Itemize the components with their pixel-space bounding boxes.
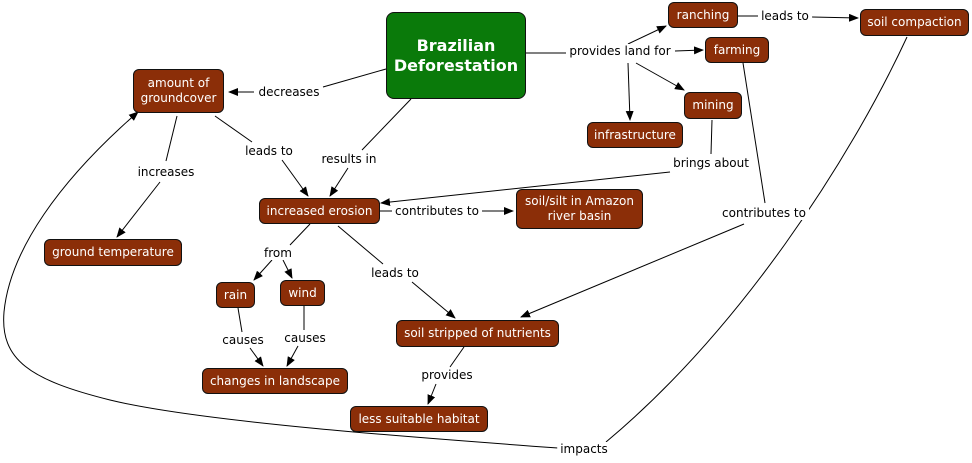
connector-results-in — [361, 98, 412, 151]
ground-temperature-node[interactable]: ground temperature — [44, 239, 182, 266]
link-causes-rain: causes — [219, 333, 267, 347]
link-contributes-to-silt: contributes to — [392, 204, 482, 218]
changes-landscape-node[interactable]: changes in landscape — [202, 368, 348, 394]
wind-label: wind — [288, 285, 317, 300]
connector-provides-ranching — [627, 25, 667, 45]
less-habitat-node[interactable]: less suitable habitat — [350, 406, 488, 432]
farming-node[interactable]: farming — [705, 37, 769, 63]
connector-results-in-arrow — [329, 167, 349, 197]
link-leads-to-compaction: leads to — [758, 9, 812, 23]
soil-compaction-label: soil compaction — [867, 15, 962, 29]
groundcover-label: amount of groundcover — [140, 76, 217, 105]
soil-silt-node[interactable]: soil/silt in Amazon river basin — [516, 189, 643, 229]
link-provides-land-for: provides land for — [566, 44, 674, 58]
groundcover-node[interactable]: amount of groundcover — [133, 69, 224, 113]
less-habitat-label: less suitable habitat — [358, 411, 480, 426]
connector-brings-about-arrow — [380, 171, 671, 207]
link-decreases: decreases — [255, 85, 323, 99]
infrastructure-node[interactable]: infrastructure — [587, 122, 683, 148]
connector-leadsto-compaction — [811, 13, 859, 22]
connector-provides — [449, 346, 465, 368]
connector-contributes-stripped — [520, 223, 745, 318]
connector-from-rain — [253, 259, 273, 281]
connector-from — [289, 223, 311, 246]
connector-provides-infrastructure — [625, 62, 634, 121]
connector-provides-arrow — [427, 383, 437, 405]
connector-brings-about — [710, 119, 713, 155]
link-causes-wind: causes — [281, 331, 329, 345]
soil-compaction-node[interactable]: soil compaction — [860, 9, 969, 36]
soil-stripped-node[interactable]: soil stripped of nutrients — [396, 320, 559, 347]
connector-erosion-leadsto — [337, 225, 384, 265]
farming-label: farming — [713, 42, 761, 57]
connector-groundcover-leadsto — [214, 115, 253, 143]
connector-decreases — [322, 68, 387, 88]
rain-node[interactable]: rain — [216, 282, 255, 308]
ranching-label: ranching — [676, 7, 730, 22]
connector-rain-causes-arrow — [249, 347, 264, 367]
ground-temperature-label: ground temperature — [52, 245, 174, 259]
increased-erosion-node[interactable]: increased erosion — [259, 198, 380, 224]
link-increases: increases — [134, 165, 198, 179]
soil-silt-label: soil/silt in Amazon river basin — [525, 194, 634, 223]
connector-rain-causes — [237, 307, 243, 333]
changes-landscape-label: changes in landscape — [209, 373, 341, 388]
connector-provides-mining — [635, 62, 685, 91]
mining-node[interactable]: mining — [684, 92, 742, 119]
root-concept-node[interactable]: Brazilian Deforestation — [386, 12, 526, 99]
infrastructure-label: infrastructure — [594, 127, 676, 142]
link-contributes-to-soil: contributes to — [719, 206, 809, 220]
ranching-node[interactable]: ranching — [668, 2, 738, 28]
connector-impacts-groundcover — [3, 111, 559, 449]
link-results-in: results in — [318, 152, 380, 166]
soil-stripped-label: soil stripped of nutrients — [404, 326, 551, 340]
connector-leadsto-stripped — [411, 281, 456, 319]
link-leads-to-stripped: leads to — [368, 266, 422, 280]
link-brings-about: brings about — [670, 156, 752, 170]
connector-farming-contributes — [742, 62, 766, 204]
mining-label: mining — [692, 98, 734, 112]
increased-erosion-label: increased erosion — [266, 203, 373, 218]
connector-from-wind — [282, 259, 293, 279]
connector-increases-arrow — [116, 181, 161, 238]
root-concept-label: Brazilian Deforestation — [393, 35, 519, 75]
connector-compaction-impacts — [605, 36, 908, 443]
connector-wind-causes-arrow — [286, 345, 299, 367]
rain-label: rain — [223, 287, 248, 302]
link-leads-to-erosion: leads to — [242, 144, 296, 158]
connector-increases — [165, 115, 178, 162]
wind-node[interactable]: wind — [280, 280, 325, 306]
link-impacts: impacts — [557, 442, 611, 456]
connector-provides-farming — [674, 46, 704, 55]
link-from: from — [261, 246, 295, 260]
link-provides: provides — [418, 368, 476, 382]
connector-leadsto-erosion — [281, 159, 309, 197]
